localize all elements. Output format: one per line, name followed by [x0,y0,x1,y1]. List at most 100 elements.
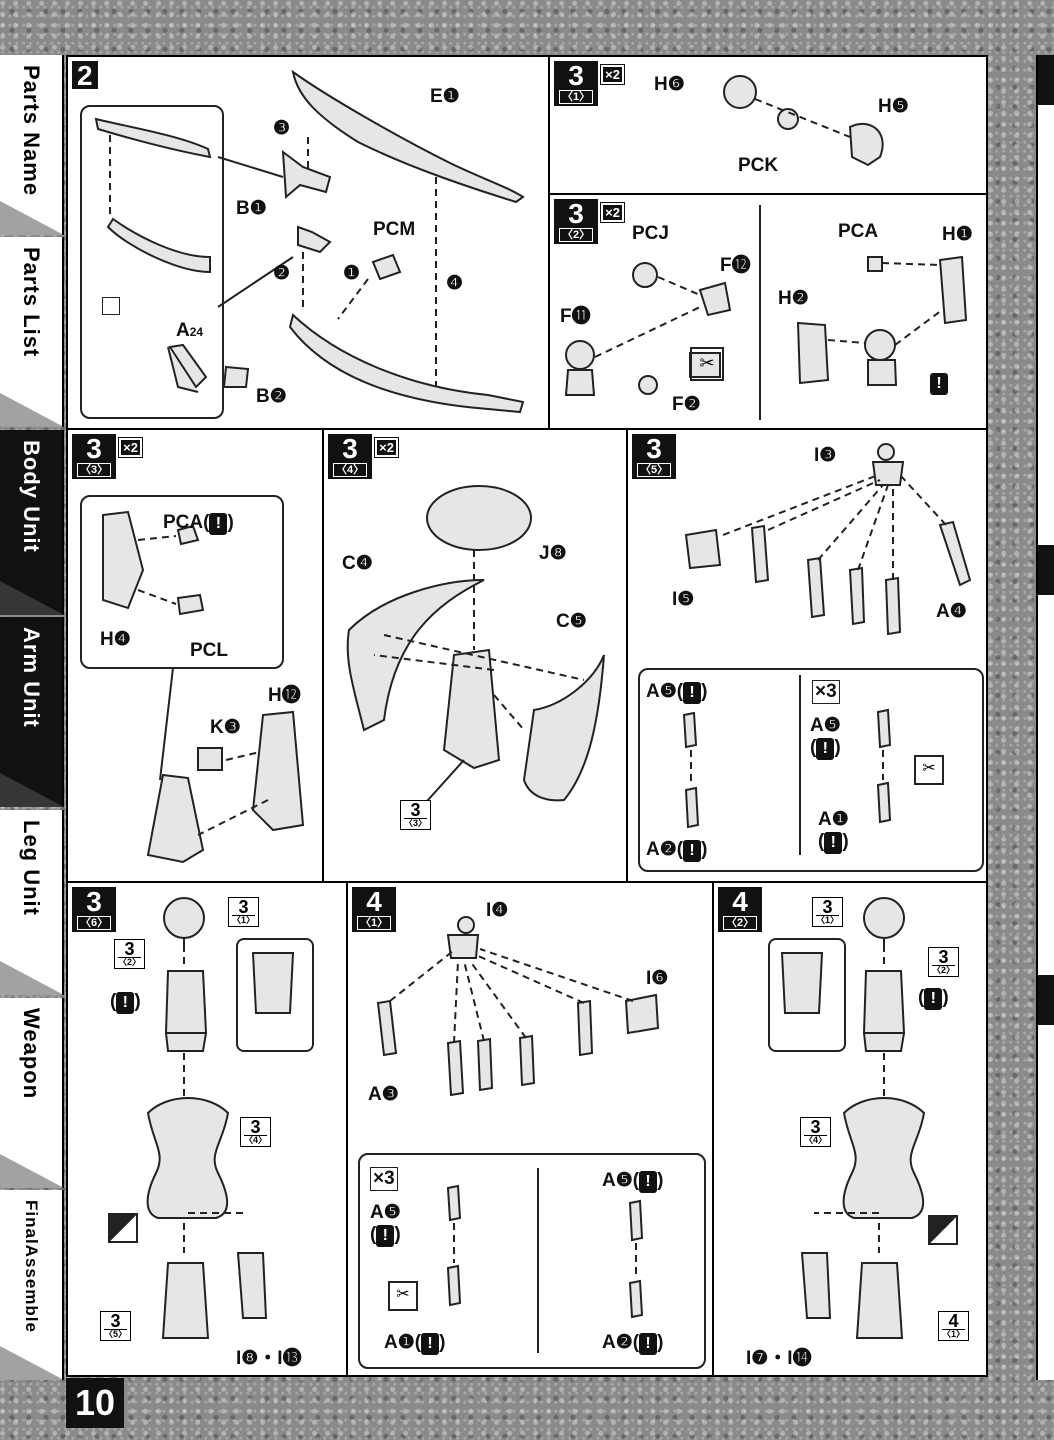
step-number: 4〈1〉 [352,887,397,932]
step-4-1-panel: 4〈1〉 I❹ I❻ A❸ ×3 A❺(!) A❶(!) A❺(!) A❷(!)… [346,881,714,1377]
sidebar-tab-body-unit[interactable]: Body Unit [0,430,64,615]
sidebar-tab-parts-name[interactable]: Parts Name [0,55,64,235]
warning-icon: ! [209,513,228,535]
sidebar-tab-label: Arm Unit [19,627,44,728]
part-label-c4: C❹ [342,553,373,574]
part-label-a1: A❶(!) [818,809,849,854]
warning-icon: ! [376,1225,395,1247]
callout-3: ❸ [273,118,291,139]
detail-inset [358,1153,706,1369]
step-number: 4〈2〉 [718,887,763,932]
gate-cut-icon [928,1215,958,1245]
nipper-icon: ✂ [914,755,944,785]
part-label-i5: I❺ [672,589,695,610]
part-label-pck: PCK [738,155,779,176]
step-reference-3-2: 3〈2〉 [114,939,146,969]
callout-4: ❹ [446,273,464,294]
detail-inset [768,938,846,1052]
step-3-6-illustration [146,897,295,1339]
part-label-a5: A❺(!) [370,1202,401,1247]
step-header: 3〈4〉 ×2 [328,434,399,479]
part-label-a5b: A❺(!) [602,1170,664,1193]
part-label-a5b: A❺(!) [810,715,841,760]
sidebar-tab-label: Parts Name [19,65,44,197]
step-3-3-panel: 3〈3〉 ×2 PCA(!) H❹ PCL H⓬ K❸ [66,428,324,883]
step-reference-4-1: 4〈1〉 [938,1311,970,1341]
warning-icon: ! [683,840,702,862]
warning-note: (!) [110,991,141,1014]
warning-note: (!) [918,987,949,1010]
quantity-x3: ×3 [812,680,840,704]
sidebar-tab-final-assemble[interactable]: FinalAssemble [0,1190,64,1380]
warning-icon: ! [824,832,843,854]
step-header: 3〈3〉 ×2 [72,434,143,479]
part-label-f12: F⓬ [720,255,751,276]
adjacent-page-edge [1036,105,1054,545]
adjacent-page-marker [1036,975,1054,1025]
part-label-i4: I❹ [486,900,509,921]
step-number: 3〈6〉 [72,887,117,932]
step-3-4-panel: 3〈4〉 ×2 J❽ C❹ C❺ 3〈3〉 [322,428,628,883]
page-number: 10 [66,1378,124,1428]
part-label-e1: E❶ [430,86,460,107]
step-header: 2 [72,61,98,90]
step-3-5-panel: 3〈5〉 I❸ I❺ A❹ A❺(!) A❷(!) ×3 A❺(!) A❶(!)… [626,428,988,883]
step-2-panel: 2 ❸ ❷ ❶ ❹ E❶ B❶ PCM A24 B❷ [66,55,550,430]
sidebar-tab-label: Weapon [19,1008,44,1100]
step-3-6-panel: 3〈6〉 3〈1〉 3〈2〉 (!) 3〈4〉 3〈5〉 I❽・I⓭ [66,881,348,1377]
part-label-j8: J❽ [539,543,567,564]
warning-icon: ! [639,1333,658,1355]
detail-inset [638,668,984,872]
step-number: 3〈3〉 [72,434,117,479]
step-reference-3-2: 3〈2〉 [928,947,960,977]
part-label-h1: H❶ [942,224,973,245]
step-3-3-illustration [102,510,305,864]
detail-inset [80,105,224,419]
sidebar-tab-label: Leg Unit [19,820,44,916]
adjacent-page-edge [1036,1025,1054,1380]
part-label-i8-i13: I❽・I⓭ [236,1348,302,1369]
adjacent-page-marker [1036,55,1054,105]
sidebar-tab-weapon[interactable]: Weapon [0,998,64,1188]
adjacent-page-edge [1036,595,1054,975]
part-label-pcj: PCJ [632,223,669,244]
callout-1: ❶ [343,263,361,284]
step-3-1-illustration [723,75,884,167]
step-3-2-panel: 3〈2〉 ×2 PCJ F⓬ F⓫ F❷ PCA H❶ H❷ ✂ ! [548,193,988,430]
part-label-pca: PCA [838,221,879,242]
step-reference-3-3: 3〈3〉 [400,800,432,830]
quantity-x3: ×3 [370,1167,398,1191]
warning-icon: ! [683,682,702,704]
step-reference-3-5: 3〈5〉 [100,1311,132,1341]
sidebar-tab-label: FinalAssemble [22,1200,41,1333]
quantity-badge: ×2 [600,202,625,223]
part-label-pca: PCA(!) [163,512,234,535]
step-number: 3〈2〉 [554,199,599,244]
part-label-h6: H❻ [654,74,685,95]
warning-icon: ! [924,988,943,1010]
sidebar-tab-label: Body Unit [19,440,44,553]
step-header: 4〈2〉 [718,887,763,932]
step-3-4-illustration [346,485,605,811]
step-number: 3〈5〉 [632,434,677,479]
sidebar-tab-arm-unit[interactable]: Arm Unit [0,617,64,807]
step-header: 3〈6〉 [72,887,117,932]
sticker-icon [102,297,120,315]
part-label-a24: A24 [176,320,204,341]
step-4-1-illustration [376,916,660,1353]
part-label-pcm: PCM [373,219,416,240]
part-label-pcl: PCL [190,640,229,661]
callout-2: ❷ [273,263,291,284]
sidebar-tab-leg-unit[interactable]: Leg Unit [0,810,64,995]
step-reference-3-1: 3〈1〉 [228,897,260,927]
warning-icon: ! [639,1171,658,1193]
gate-cut-icon [108,1213,138,1243]
part-label-a4: A❹ [936,601,967,622]
part-label-h12: H⓬ [268,685,301,706]
sidebar-tab-parts-list[interactable]: Parts List [0,237,64,427]
step-reference-3-4: 3〈4〉 [240,1117,272,1147]
step-reference-3-4: 3〈4〉 [800,1117,832,1147]
detail-inset [236,938,314,1052]
part-label-h4: H❹ [100,629,131,650]
part-label-a3: A❸ [368,1084,399,1105]
